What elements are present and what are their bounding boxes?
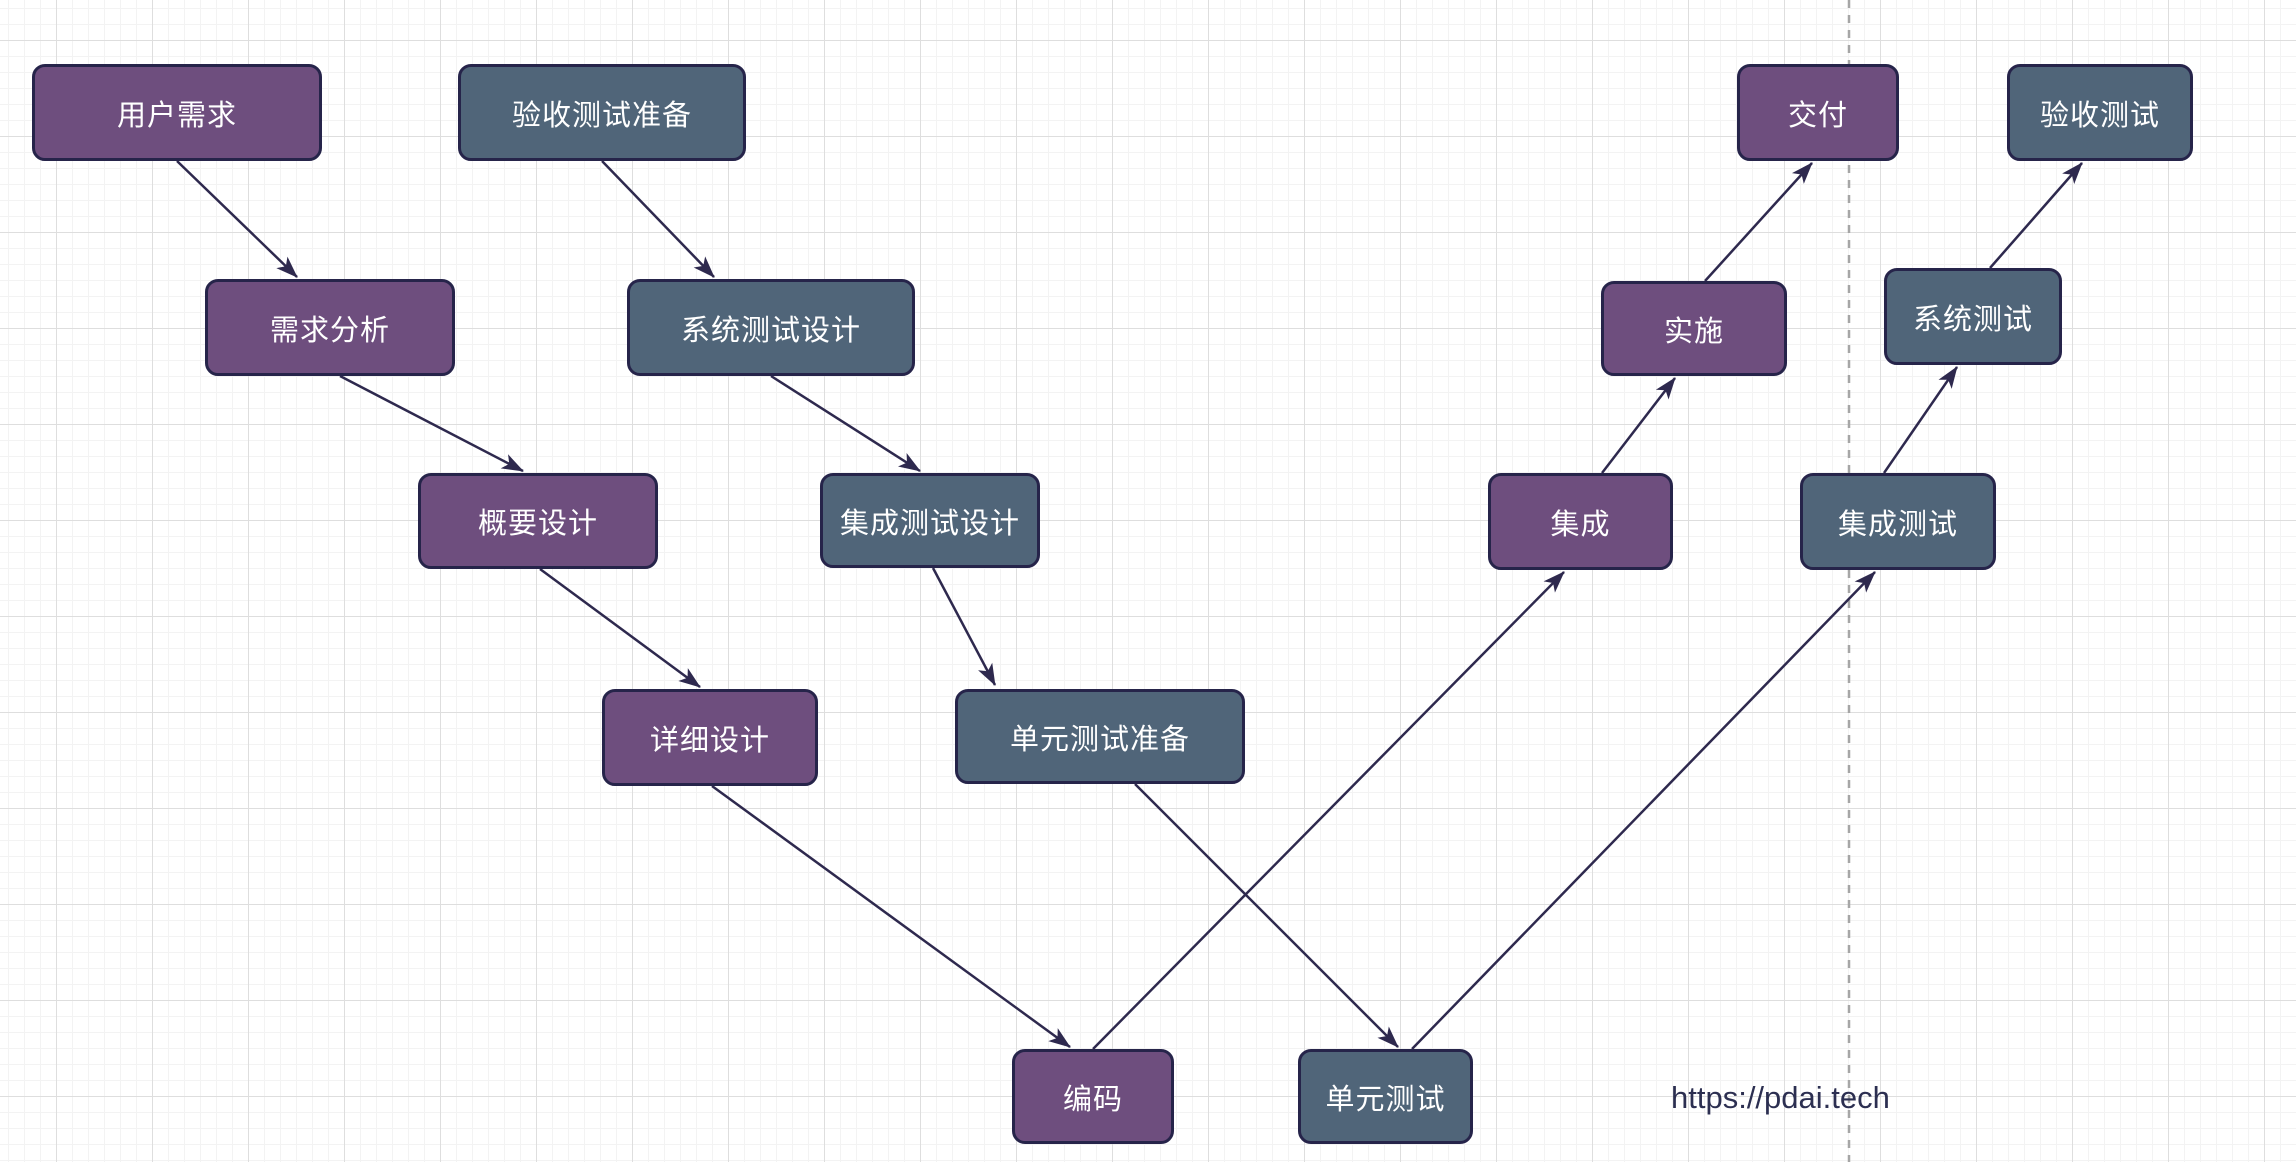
node-label: 用户需求 xyxy=(116,99,237,132)
node-unit-test-prep: 单元测试准备 xyxy=(955,689,1245,784)
edge-unit-test-prep-to-unit-test xyxy=(1134,783,1399,1048)
node-label: 系统测试设计 xyxy=(680,314,861,347)
node-acceptance-test: 验收测试 xyxy=(2007,64,2193,161)
node-label: 需求分析 xyxy=(269,314,390,347)
edge-implementation-to-delivery xyxy=(1704,162,1813,282)
node-delivery: 交付 xyxy=(1737,64,1899,161)
node-label: 集成测试 xyxy=(1837,508,1958,541)
node-label: 单元测试 xyxy=(1325,1083,1446,1116)
edge-unit-test-to-integration-test xyxy=(1411,571,1876,1050)
node-integration-test: 集成测试 xyxy=(1800,473,1996,570)
node-label: 详细设计 xyxy=(649,724,770,757)
edge-high-level-design-to-detailed-design xyxy=(539,567,701,689)
node-label: 验收测试准备 xyxy=(511,99,692,132)
node-coding: 编码 xyxy=(1012,1049,1174,1144)
node-integration-test-design: 集成测试设计 xyxy=(820,473,1040,568)
watermark-link-text: https://pdai.tech xyxy=(1671,1080,1890,1115)
node-label: 验收测试 xyxy=(2039,99,2160,132)
node-detailed-design: 详细设计 xyxy=(602,689,818,786)
node-unit-test: 单元测试 xyxy=(1298,1049,1473,1144)
edge-requirements-analysis-to-high-level-design xyxy=(339,374,524,473)
node-system-test-design: 系统测试设计 xyxy=(627,279,915,376)
node-system-test: 系统测试 xyxy=(1884,268,2062,365)
node-label: 集成 xyxy=(1550,508,1611,541)
edge-detailed-design-to-coding xyxy=(711,784,1071,1049)
node-label: 集成测试设计 xyxy=(839,507,1020,540)
edge-acceptance-test-prep-to-system-test-design xyxy=(601,160,715,278)
node-label: 单元测试准备 xyxy=(1009,723,1190,756)
node-acceptance-test-prep: 验收测试准备 xyxy=(458,64,746,161)
edge-system-test-to-acceptance-test xyxy=(1989,162,2083,269)
node-label: 系统测试 xyxy=(1912,303,2033,336)
edge-coding-to-integration xyxy=(1092,571,1565,1050)
node-high-level-design: 概要设计 xyxy=(418,473,658,569)
node-label: 概要设计 xyxy=(477,508,598,540)
edge-integration-to-implementation xyxy=(1601,377,1676,474)
node-implementation: 实施 xyxy=(1601,281,1787,376)
edge-system-test-design-to-integration-test-design xyxy=(770,374,921,473)
node-label: 实施 xyxy=(1663,315,1724,348)
edge-integration-test-to-system-test xyxy=(1882,366,1959,474)
node-label: 编码 xyxy=(1062,1083,1123,1116)
node-user-requirements: 用户需求 xyxy=(32,64,322,161)
edge-user-requirements-to-requirements-analysis xyxy=(176,160,298,278)
node-label: 交付 xyxy=(1787,99,1848,132)
node-integration: 集成 xyxy=(1488,473,1673,570)
edge-integration-test-design-to-unit-test-prep xyxy=(931,567,997,686)
node-requirements-analysis: 需求分析 xyxy=(205,279,455,376)
